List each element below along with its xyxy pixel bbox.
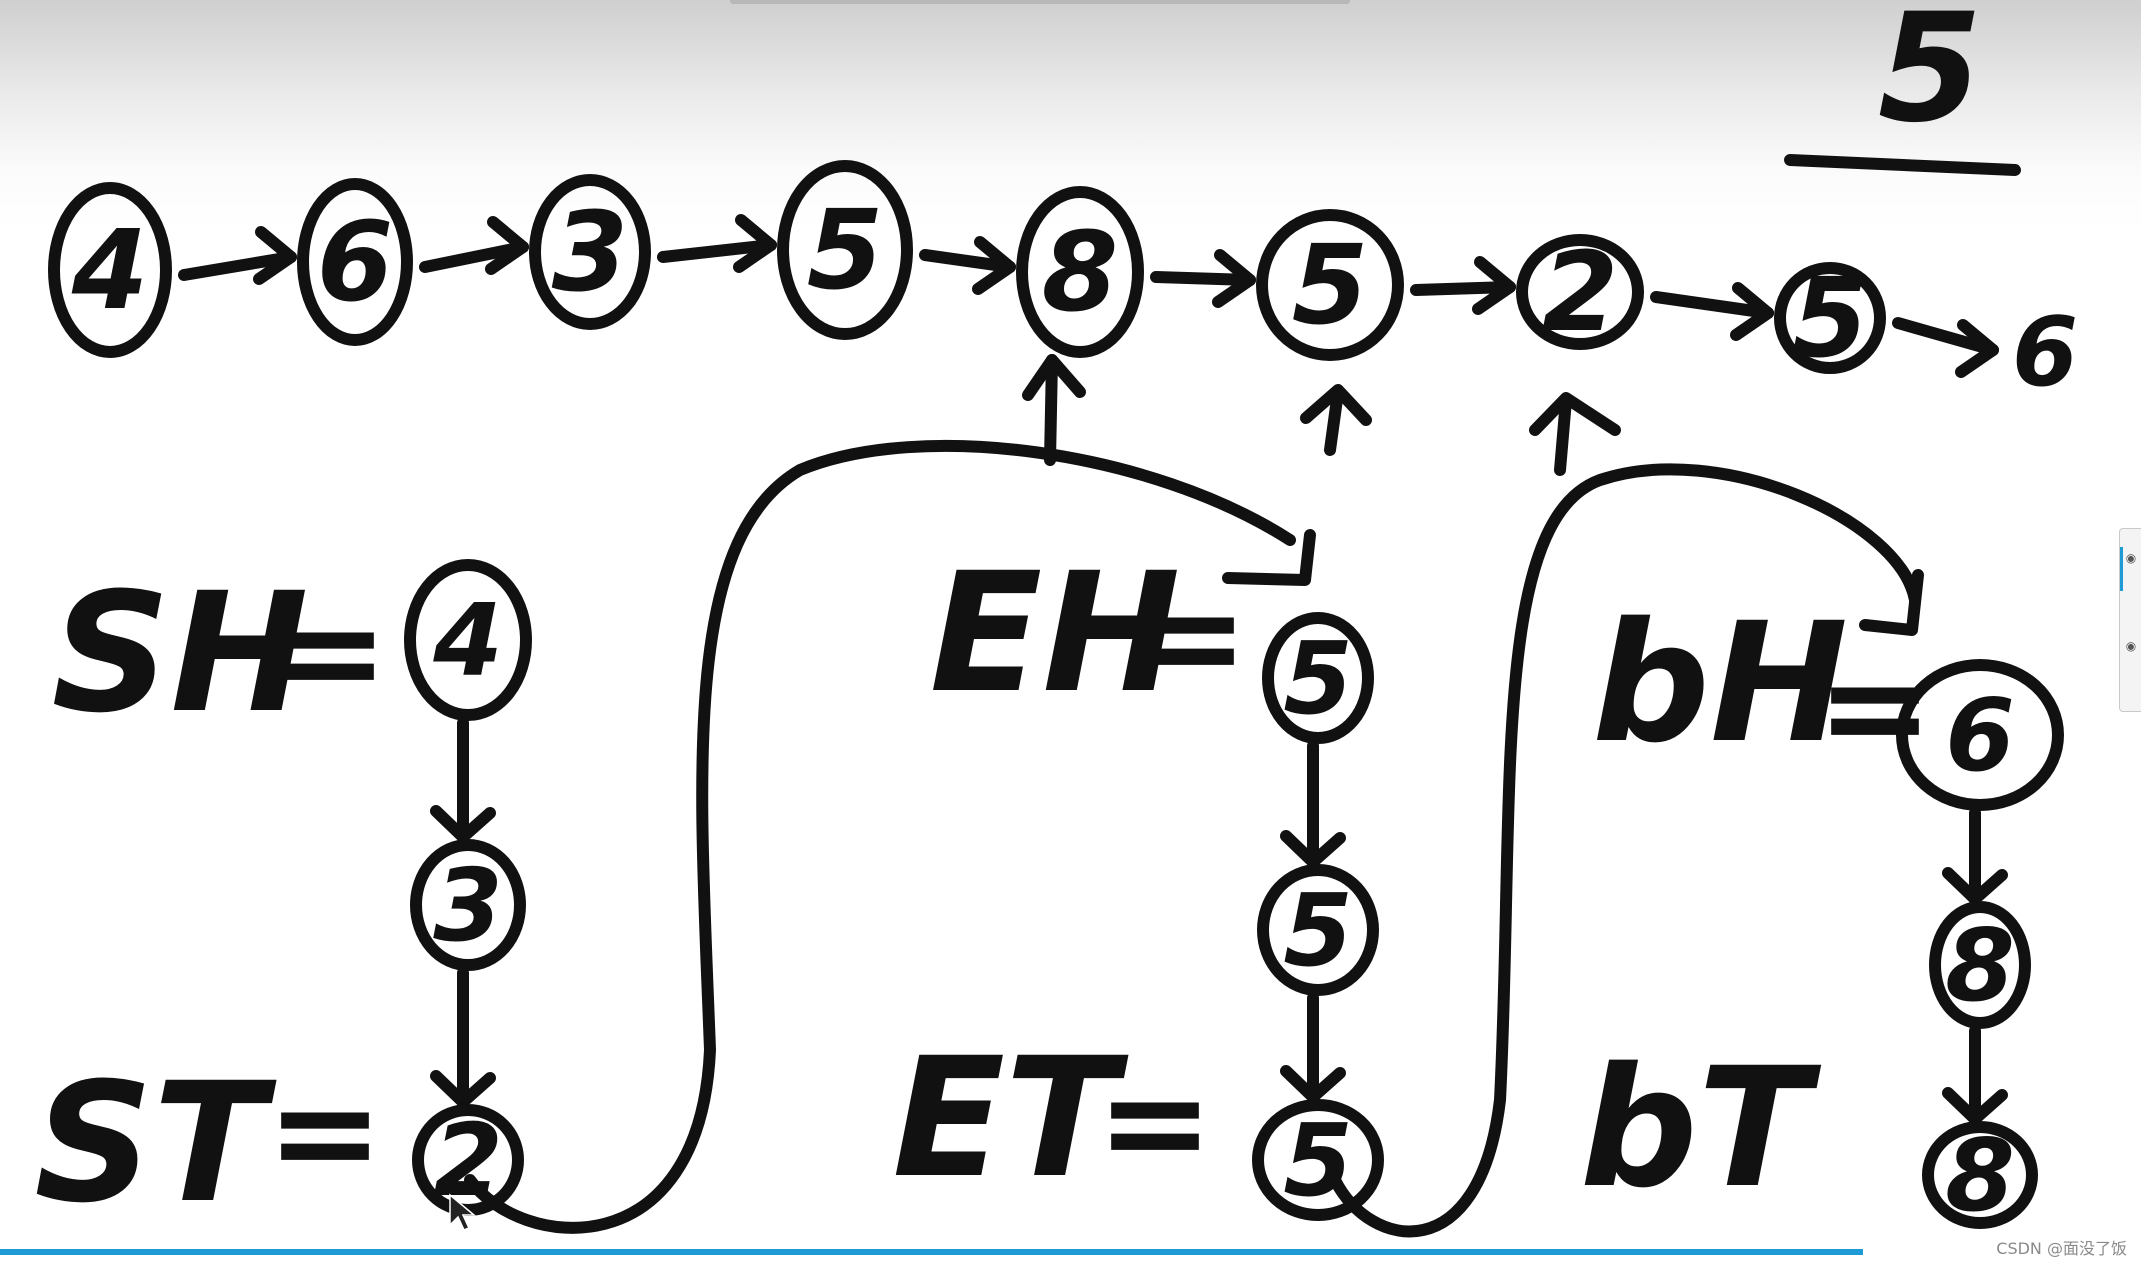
node-value: 5 bbox=[1283, 872, 1353, 989]
node-circle bbox=[1252, 1099, 1384, 1221]
pointer-arrow-head bbox=[1529, 392, 1621, 436]
list-arrow bbox=[1650, 282, 1774, 341]
pointer-arrow-shaft bbox=[1554, 394, 1572, 476]
pointer-arrow-shaft bbox=[1044, 354, 1058, 466]
node-circle bbox=[297, 178, 413, 346]
node-circle bbox=[48, 182, 172, 358]
node-value: 2 bbox=[1542, 228, 1619, 356]
eye-icon[interactable]: ◉ bbox=[2125, 551, 2137, 565]
connect-less-to-equal-curve bbox=[464, 440, 1296, 1234]
list-node: 8 bbox=[1016, 186, 1144, 358]
node-circle bbox=[404, 559, 532, 721]
less-partition-node: 2 bbox=[412, 1102, 524, 1219]
less-partition-node: 3 bbox=[410, 839, 526, 971]
node-circle bbox=[1516, 234, 1644, 350]
node-value: 3 bbox=[433, 847, 503, 964]
next-arrow bbox=[1280, 740, 1346, 868]
node-circle bbox=[1774, 262, 1886, 374]
node-circle bbox=[1256, 209, 1404, 361]
node-circle bbox=[1016, 186, 1144, 358]
node-value: 3 bbox=[552, 188, 629, 316]
watermark: CSDN @面没了饭 bbox=[1996, 1239, 2127, 1258]
node-value: 5 bbox=[807, 186, 884, 314]
less-partition-node: 4 bbox=[404, 559, 532, 721]
mouse-cursor-icon bbox=[449, 1193, 477, 1231]
side-layer-panel[interactable]: ◉ ◉ bbox=[2119, 528, 2141, 712]
video-progress-fill[interactable] bbox=[0, 1249, 1863, 1255]
list-node: 4 bbox=[48, 182, 172, 358]
node-circle bbox=[1929, 901, 2031, 1029]
next-arrow bbox=[1942, 807, 2008, 905]
less-tail-label: ST bbox=[34, 1047, 277, 1239]
node-circle bbox=[529, 174, 651, 330]
node-value: 5 bbox=[1283, 620, 1353, 737]
node-value: 5 bbox=[1792, 254, 1869, 382]
list-arrow bbox=[1410, 256, 1516, 315]
equal-tail-label: ET bbox=[892, 1022, 1129, 1214]
node-value: 5 bbox=[1292, 221, 1369, 349]
big-partition-node: 6 bbox=[1896, 659, 2064, 811]
pointer-arrow-head bbox=[1022, 354, 1086, 401]
list-arrow bbox=[657, 214, 777, 273]
node-circle bbox=[1257, 864, 1379, 996]
node-value: 4 bbox=[432, 582, 503, 699]
next-arrow bbox=[1942, 1025, 2008, 1125]
equal-partition-node: 5 bbox=[1252, 1099, 1384, 1221]
node-circle bbox=[1262, 612, 1374, 744]
node-value: 6 bbox=[1945, 677, 2015, 794]
node-circle bbox=[777, 160, 913, 340]
list-node: 5 bbox=[1774, 254, 1886, 382]
pointer-arrow-shaft bbox=[1324, 386, 1344, 456]
equals-sign: = bbox=[1816, 626, 1933, 789]
list-arrow bbox=[1150, 249, 1256, 308]
next-arrow bbox=[1280, 992, 1346, 1103]
big-head-label: bH bbox=[1592, 587, 1848, 779]
node-value: 6 bbox=[317, 198, 394, 326]
side-panel-accent bbox=[2120, 547, 2123, 591]
equal-partition-node: 5 bbox=[1257, 864, 1379, 996]
node-value: 6 bbox=[2012, 298, 2078, 408]
big-tail-label: bT bbox=[1580, 1032, 1822, 1224]
connect-arrow-head bbox=[1222, 529, 1316, 586]
list-node: 6 bbox=[2012, 298, 2078, 408]
node-circle bbox=[410, 839, 526, 971]
list-node: 3 bbox=[529, 174, 651, 330]
next-arrow bbox=[430, 967, 496, 1108]
equal-partition-node: 5 bbox=[1262, 612, 1374, 744]
k-divider-line bbox=[1784, 154, 2021, 176]
connect-equal-to-big-curve bbox=[1329, 463, 1921, 1238]
next-arrow bbox=[430, 717, 496, 843]
list-node: 6 bbox=[297, 178, 413, 346]
big-partition-node: 8 bbox=[1922, 1117, 2038, 1234]
equal-head-label: EH bbox=[930, 537, 1181, 729]
top-drag-handle[interactable] bbox=[730, 0, 1350, 4]
connect-arrow-head bbox=[1859, 569, 1924, 636]
node-value: 8 bbox=[1945, 1117, 2015, 1234]
node-circle bbox=[1896, 659, 2064, 811]
pointer-arrow-head bbox=[1300, 384, 1372, 426]
equals-sign: = bbox=[266, 1051, 383, 1214]
list-arrow bbox=[1892, 317, 1999, 378]
less-head-label: SH bbox=[52, 557, 309, 749]
equals-sign: = bbox=[271, 571, 388, 734]
node-value: 4 bbox=[71, 206, 149, 334]
big-partition-node: 8 bbox=[1929, 901, 2031, 1029]
list-node: 5 bbox=[777, 160, 913, 340]
list-arrow bbox=[178, 226, 297, 285]
k-value: 5 bbox=[1878, 0, 1982, 156]
node-value: 8 bbox=[1042, 208, 1119, 336]
list-node: 5 bbox=[1256, 209, 1404, 361]
list-arrow bbox=[419, 216, 529, 275]
node-circle bbox=[1922, 1121, 2038, 1229]
equals-sign: = bbox=[1096, 1041, 1213, 1204]
node-value: 8 bbox=[1945, 907, 2015, 1024]
list-arrow bbox=[919, 236, 1016, 295]
eye-icon[interactable]: ◉ bbox=[2125, 639, 2137, 653]
list-node: 2 bbox=[1516, 228, 1644, 356]
